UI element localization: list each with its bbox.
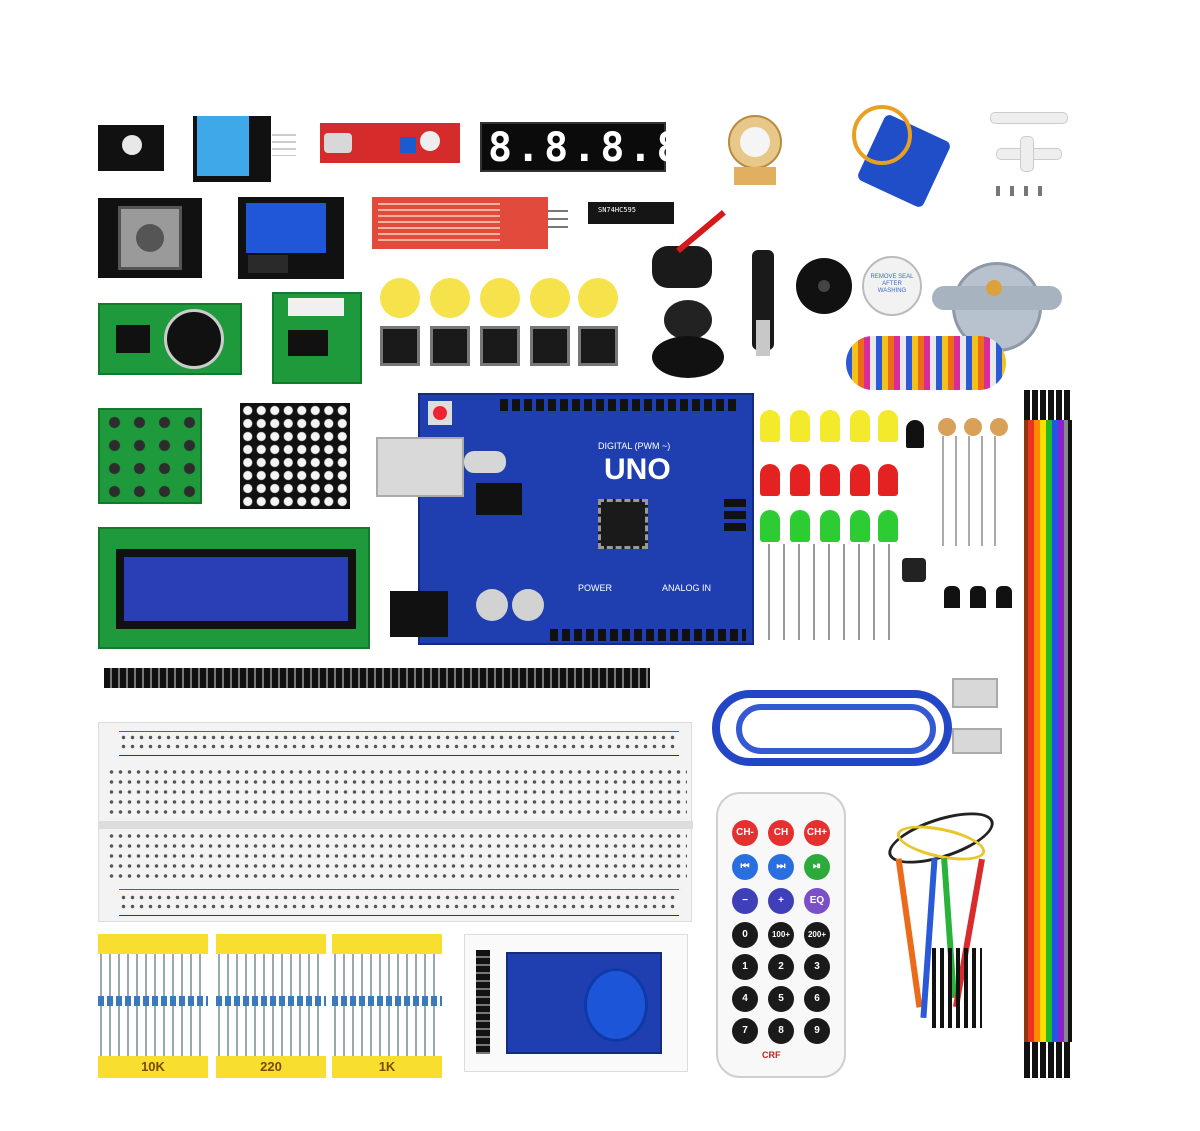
analog-label: ANALOG IN bbox=[662, 583, 712, 593]
remote-key-vol-minus[interactable]: − bbox=[732, 888, 758, 914]
digital-header bbox=[500, 399, 740, 411]
remote-key-2[interactable]: 2 bbox=[768, 954, 794, 980]
capacitor-1 bbox=[476, 589, 508, 621]
servo-screws bbox=[996, 186, 1046, 196]
ir-led bbox=[122, 135, 142, 155]
usb-b-port bbox=[376, 437, 464, 497]
rainbow-jumper-ribbon bbox=[1024, 390, 1072, 1078]
button-caps-row bbox=[380, 278, 620, 320]
usb-chip bbox=[476, 483, 522, 515]
ir-receiver bbox=[902, 558, 926, 582]
red-leds bbox=[760, 464, 900, 500]
remote-key-9[interactable]: 9 bbox=[804, 1018, 830, 1044]
battery-snap-connector bbox=[652, 210, 780, 356]
resistor-label-220: 220 bbox=[216, 1056, 326, 1078]
uno-board: DIGITAL (PWM ~) UNO POWER ANALOG IN bbox=[376, 393, 754, 645]
remote-key-4[interactable]: 4 bbox=[732, 986, 758, 1012]
jumper-wires-bundle bbox=[876, 798, 1006, 1050]
digital-label: DIGITAL (PWM ~) bbox=[598, 441, 671, 451]
board-model-label: UNO bbox=[604, 453, 671, 486]
water-level-sensor bbox=[372, 197, 548, 249]
ir-sensor-module bbox=[98, 125, 164, 171]
header-pin-strip bbox=[104, 668, 650, 688]
resistor-pack-1k: 1K bbox=[332, 934, 442, 1078]
remote-key-play[interactable]: ⏯ bbox=[804, 854, 830, 880]
temperature-sensors bbox=[944, 586, 1014, 652]
ir-receiver-led bbox=[906, 420, 924, 448]
remote-key-ch-minus[interactable]: CH- bbox=[732, 820, 758, 846]
power-analog-header bbox=[550, 629, 746, 641]
remote-key-eq[interactable]: EQ bbox=[804, 888, 830, 914]
passive-buzzer bbox=[796, 258, 852, 314]
shift-register-chip: SN74HC595 bbox=[588, 202, 674, 224]
green-leds bbox=[760, 510, 900, 546]
power-label: POWER bbox=[578, 583, 613, 593]
remote-key-8[interactable]: 8 bbox=[768, 1018, 794, 1044]
remote-key-6[interactable]: 6 bbox=[804, 986, 830, 1012]
photoresistors bbox=[938, 418, 1014, 548]
relay bbox=[246, 203, 326, 253]
servo-horns bbox=[990, 108, 1070, 208]
yellow-leds bbox=[760, 410, 900, 446]
rfid-reader-module bbox=[506, 952, 662, 1054]
rtc-clock-module bbox=[98, 303, 242, 375]
coin-battery-holder bbox=[164, 309, 224, 369]
icsp-header bbox=[724, 499, 746, 533]
remote-key-ch[interactable]: CH bbox=[768, 820, 794, 846]
tactile-buttons-row bbox=[380, 326, 620, 370]
remote-key-vol-plus[interactable]: + bbox=[768, 888, 794, 914]
membrane-keypad-4x4 bbox=[98, 408, 202, 504]
remote-key-1[interactable]: 1 bbox=[732, 954, 758, 980]
microphone bbox=[324, 133, 352, 153]
remote-key-100[interactable]: 100+ bbox=[768, 922, 794, 948]
led-legs bbox=[768, 544, 896, 640]
lcd-1602-module bbox=[98, 527, 370, 649]
dht11-sensor-module bbox=[193, 116, 271, 182]
rfid-key-fob bbox=[584, 968, 648, 1042]
buzzer-sticker-text: REMOVE SEAL AFTER WASHING bbox=[870, 274, 914, 294]
remote-key-ch-plus[interactable]: CH+ bbox=[804, 820, 830, 846]
stepper-cable bbox=[846, 336, 1006, 390]
resistor-label-1k: 1K bbox=[332, 1056, 442, 1078]
resistor-pack-220: 220 bbox=[216, 934, 326, 1078]
potentiometer bbox=[728, 115, 782, 187]
remote-key-7[interactable]: 7 bbox=[732, 1018, 758, 1044]
sound-sensor-module bbox=[320, 123, 460, 163]
stepper-driver-board bbox=[272, 292, 362, 384]
led-dot-matrix-8x8 bbox=[240, 403, 350, 509]
microcontroller-chip bbox=[598, 499, 648, 549]
usb-cable bbox=[712, 678, 1002, 774]
ir-remote: CH- CH CH+ ⏮ ⏭ ⏯ − + EQ 0 100+ 200+ 1 2 … bbox=[716, 792, 846, 1078]
remote-key-next[interactable]: ⏭ bbox=[768, 854, 794, 880]
active-buzzer: REMOVE SEAL AFTER WASHING bbox=[862, 256, 922, 316]
rfid-header-pins bbox=[476, 950, 490, 1054]
servo-motor bbox=[848, 105, 952, 209]
potentiometer-trimmer bbox=[400, 137, 416, 153]
remote-key-200[interactable]: 200+ bbox=[804, 922, 830, 948]
sensor-pins bbox=[548, 210, 568, 234]
dht11-pins bbox=[272, 134, 296, 156]
remote-key-5[interactable]: 5 bbox=[768, 986, 794, 1012]
relay-module bbox=[238, 197, 344, 279]
stepper-motor bbox=[932, 262, 1072, 362]
remote-key-3[interactable]: 3 bbox=[804, 954, 830, 980]
crystal-oscillator bbox=[464, 451, 506, 473]
seven-segment-display: 8.8.8.8.8.8 bbox=[480, 122, 793, 172]
dc-power-jack bbox=[390, 591, 448, 637]
lcd-screen bbox=[124, 557, 348, 621]
resistor-pack-10k: 10K bbox=[98, 934, 208, 1078]
reset-button bbox=[428, 401, 452, 425]
joystick-cap bbox=[652, 300, 724, 380]
joystick-module bbox=[98, 198, 202, 278]
remote-key-0[interactable]: 0 bbox=[732, 922, 758, 948]
remote-key-prev[interactable]: ⏮ bbox=[732, 854, 758, 880]
breadboard bbox=[98, 722, 693, 922]
resistor-label-10k: 10K bbox=[98, 1056, 208, 1078]
remote-brand-logo: CRF bbox=[762, 1050, 781, 1060]
capacitor-2 bbox=[512, 589, 544, 621]
